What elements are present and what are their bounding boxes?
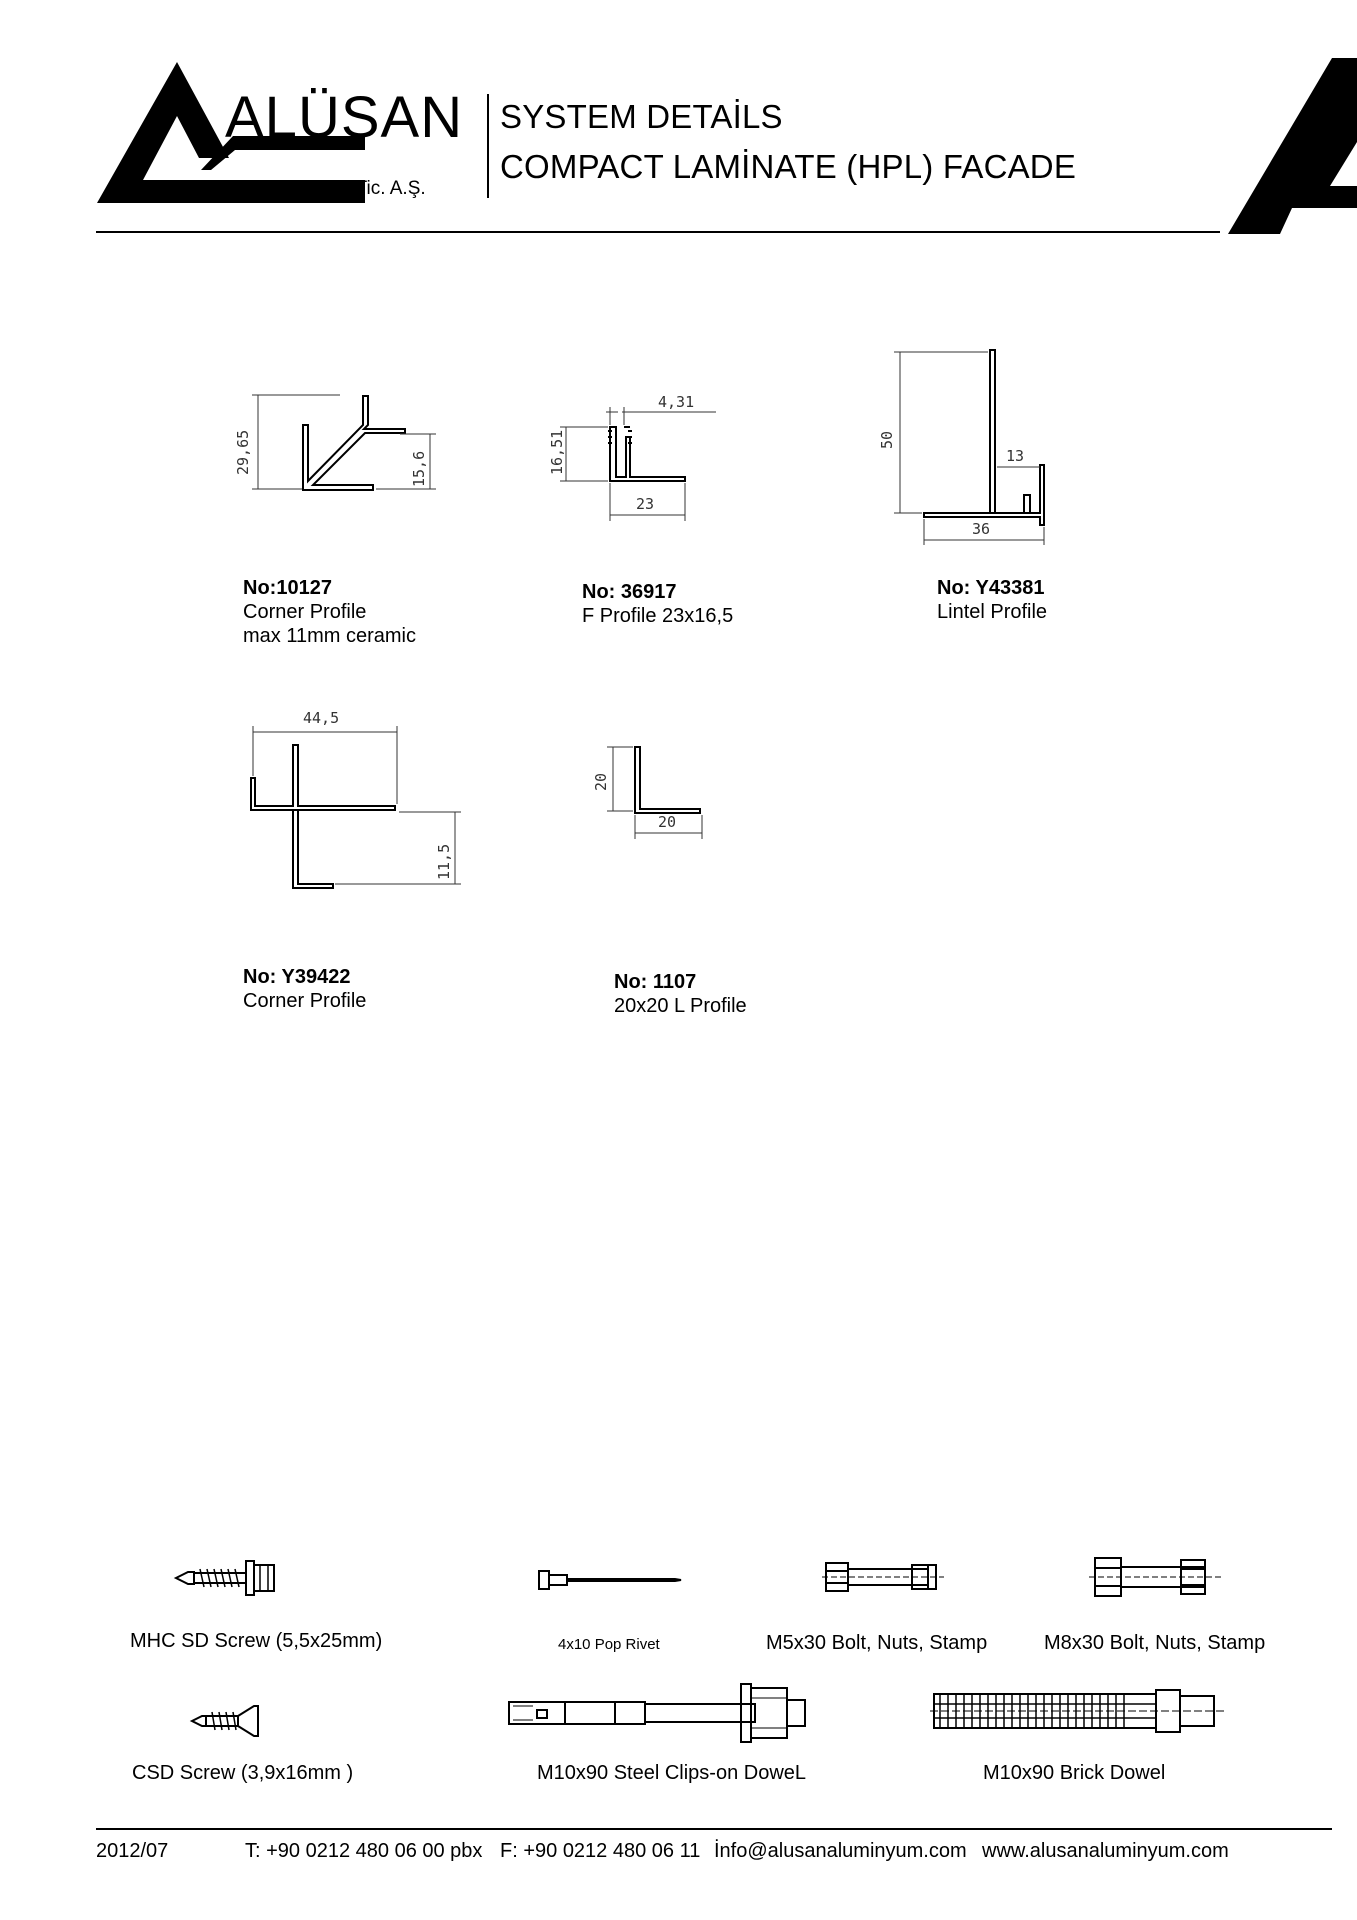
steel-clips-on-dowel-icon [508,1683,806,1743]
profile-36917-drawing: 4,31 16,51 23 [548,393,716,521]
profile-name: Corner Profile [243,990,367,1012]
alusan-logo-icon [97,62,365,203]
profile-no: No: Y39422 [243,966,351,988]
profile-name: Lintel Profile [937,601,1048,623]
dim-label: 11,5 [435,844,453,880]
header-divider [487,94,489,198]
profile-y39422-drawing: 44,5 11,5 [250,709,461,889]
profile-no: No: 1107 [614,971,697,993]
footer-rule [96,1828,1332,1830]
footer-email-link[interactable]: İnfo@alusanaluminyum.com [714,1840,967,1862]
profile-note: max 11mm ceramic [243,625,416,647]
fastener-label: M10x90 Steel Clips-on DoweL [537,1762,807,1784]
dim-label: 13 [1006,447,1024,465]
header-rule [96,231,1220,233]
profile-36917-caption: No: 36917 F Profile 23x16,5 [582,580,733,628]
profile-name: 20x20 L Profile [614,995,747,1017]
dim-label: 23 [636,495,654,513]
profile-1107-drawing: 20 20 [592,746,703,839]
footer-web-link[interactable]: www.alusanaluminyum.com [982,1840,1229,1862]
dim-label: 50 [878,431,896,449]
fastener-label: M10x90 Brick Dowel [983,1762,1166,1784]
footer-date: 2012/07 [96,1840,169,1862]
corner-logo-fragment-icon [1228,58,1357,234]
fastener-label: M8x30 Bolt, Nuts, Stamp [1044,1632,1266,1654]
profile-no: No: Y43381 [937,577,1045,599]
profile-10127-drawing: 29,65 15,6 [234,394,436,491]
brick-dowel-icon [930,1689,1224,1733]
m8x30-bolt-icon [1089,1557,1221,1597]
company-name: Alüminyum Sanayi ve Tic. A.Ş. [168,178,426,199]
fastener-label: CSD Screw (3,9x16mm ) [132,1762,354,1784]
profile-1107-caption: No: 1107 20x20 L Profile [614,970,747,1018]
dim-label: 16,51 [548,430,566,475]
page-title-line2: COMPACT LAMİNATE (HPL) FACADE [500,148,1077,185]
footer-phone: T: +90 0212 480 06 00 pbx [245,1840,483,1862]
profile-y43381-caption: No: Y43381 Lintel Profile [937,576,1047,624]
dim-label: 29,65 [234,430,252,475]
profile-name: F Profile 23x16,5 [582,605,734,627]
mhc-sd-screw-icon [173,1560,275,1596]
profile-10127-caption: No:10127 Corner Profile max 11mm ceramic [243,576,416,648]
page-title-line1: SYSTEM DETAİLS [500,98,783,135]
dim-label: 4,31 [658,393,694,411]
dim-label: 36 [972,520,990,538]
dim-label: 44,5 [303,709,339,727]
dim-label: 20 [658,813,676,831]
brand-name: ALÜSAN [225,85,464,150]
dim-label: 15,6 [410,451,428,487]
profile-no: No: 36917 [582,581,677,603]
fastener-label: MHC SD Screw (5,5x25mm) [130,1630,383,1652]
profile-no: No:10127 [243,577,332,599]
footer-fax: F: +90 0212 480 06 11 [500,1840,701,1862]
pop-rivet-icon [538,1570,682,1590]
dim-label: 20 [592,773,610,791]
m5x30-bolt-icon [822,1562,944,1592]
profile-name: Corner Profile [243,601,367,623]
fastener-label: M5x30 Bolt, Nuts, Stamp [766,1632,988,1654]
profile-y43381-drawing: 50 13 36 [878,349,1045,545]
fastener-label: 4x10 Pop Rivet [558,1636,660,1653]
profile-y39422-caption: No: Y39422 Corner Profile [243,965,366,1013]
csd-screw-icon [189,1705,259,1737]
